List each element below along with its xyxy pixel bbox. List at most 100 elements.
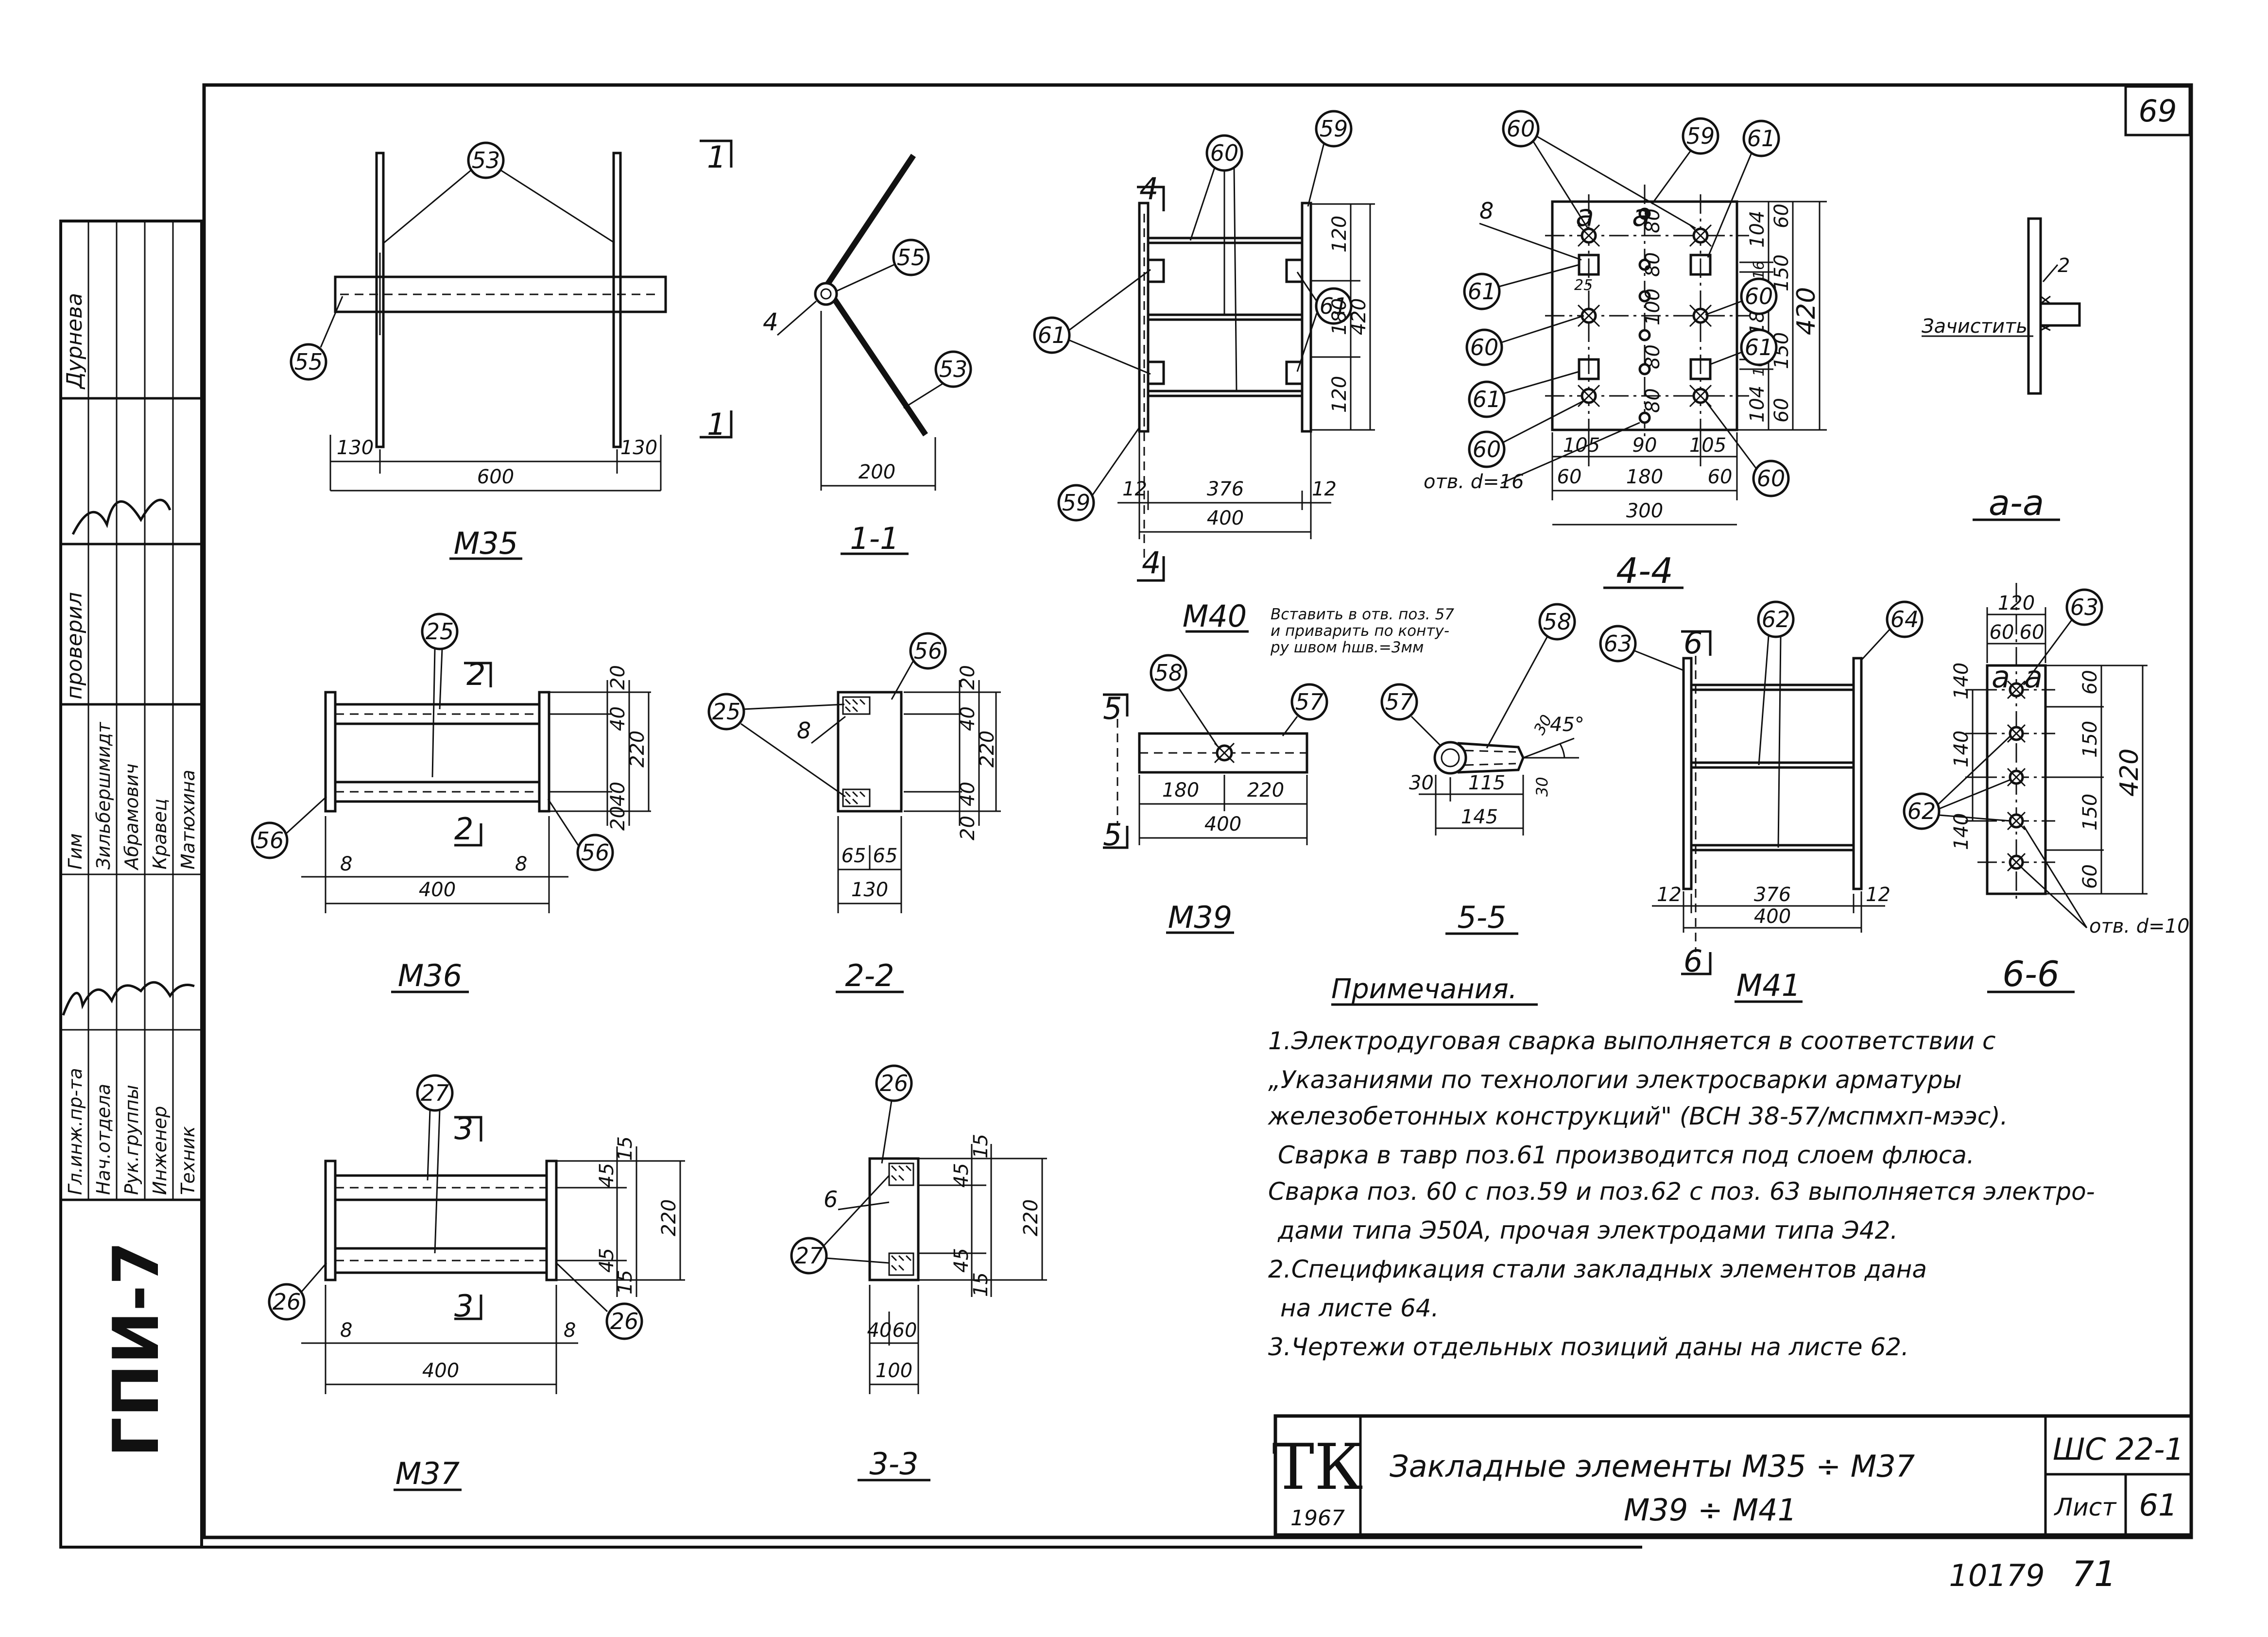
view-section-2-2: 56 25 8 20 40 220 40 20 65 65 130 2-2 (707, 632, 1001, 993)
name-2: Абрамович (121, 764, 142, 871)
m41-section-6-bottom: 6 (1684, 943, 1702, 979)
s33-dim-60: 60 (893, 1319, 917, 1342)
m36-balloon-25: 25 (426, 618, 454, 645)
s44-balloon-61-top: 61 (1747, 125, 1776, 152)
m39-section-5-top: 5 (1103, 691, 1122, 726)
m35-balloon-55: 55 (294, 349, 323, 375)
m39-title: М39 (1168, 900, 1232, 935)
s44-dim-60-left: 60 (1557, 466, 1582, 488)
s66-dim-60-top: 60 (2079, 670, 2101, 695)
s44-dim-60-top: 60 (1770, 204, 1793, 228)
m39-balloon-57: 57 (1295, 689, 1324, 715)
s44-balloon-60-right: 60 (1745, 283, 1773, 309)
m37-title: М37 (395, 1456, 460, 1491)
s33-dim-45-top: 45 (950, 1163, 973, 1188)
s44-mark-a-center: а (1632, 198, 1650, 233)
m35-dim-130-right: 130 (620, 437, 657, 459)
m37-dim-8-left: 8 (340, 1319, 352, 1342)
name-3: Кравец (149, 799, 171, 870)
s66-hole-label: отв. d=10 (2089, 915, 2190, 938)
s66-dim-150-bottom: 150 (2079, 794, 2101, 831)
s22-dim-40-top: 40 (957, 706, 979, 731)
m35-title: М35 (454, 526, 518, 561)
m36-dim-40-bottom: 40 (607, 782, 629, 806)
s66-weld-1 (2007, 680, 2026, 699)
s11-dim-200: 200 (859, 461, 895, 483)
m41-dim-12-right: 12 (1866, 884, 1890, 906)
tb-sheet-label: Лист (2054, 1493, 2117, 1521)
s55-dim-115: 115 (1468, 772, 1505, 794)
s44-dim-104-bottom: 104 (1746, 386, 1769, 423)
m40-dim-120-top: 120 (1328, 216, 1351, 253)
role-3: Инженер (149, 1106, 171, 1195)
m36-dim-400: 400 (419, 879, 456, 901)
notes-line-9: 3.Чертежи отдельных позиций даны на лист… (1268, 1333, 1909, 1361)
s11-ref-4: 4 (763, 308, 778, 336)
s44-dim-100: 100 (1642, 289, 1664, 325)
m37-section-3-bottom: 3 (454, 1288, 473, 1324)
s44-balloon-61-right: 61 (1745, 334, 1773, 360)
view-section-5-5: 45° 30 30 57 58 30 115 145 5-5 (1380, 603, 1584, 935)
s55-title: 5-5 (1457, 900, 1506, 935)
notes-line-3: железобетонных конструкций" (ВСН 38-57/м… (1268, 1102, 2008, 1130)
s44-balloon-59: 59 (1686, 123, 1715, 149)
s22-dim-220: 220 (976, 731, 998, 767)
m39-balloon-58: 58 (1154, 660, 1183, 686)
s44-dim-90: 90 (1632, 434, 1657, 457)
notes-line-6: дами типа Э50А, прочая электродами типа … (1277, 1216, 1898, 1245)
m37-dim-45-bottom: 45 (596, 1248, 618, 1273)
m40-dim-180: 180 (1328, 298, 1351, 335)
view-m39: 5 5 58 57 180 220 400 М39 Вставить в отв… (1103, 606, 1454, 935)
s22-dim-20-top: 20 (957, 665, 979, 690)
s55-dim-30-side: 30 (1533, 777, 1551, 797)
s66-dim-60-bottom: 60 (2079, 864, 2101, 889)
s66-dim-60-right: 60 (2020, 621, 2045, 644)
m40-balloon-61-left: 61 (1038, 322, 1066, 348)
view-section-a-a: 2 Зачистить а-а (1922, 217, 2081, 523)
m39-note-line-1: Вставить в отв. поз. 57 (1271, 606, 1454, 623)
saa-clean-label: Зачистить (1922, 315, 2027, 338)
view-section-3-3: 26 27 6 15 45 220 45 15 40 60 100 3-3 (790, 1064, 1047, 1482)
s44-balloon-61-left: 61 (1468, 278, 1496, 305)
m40-dim-12-left: 12 (1122, 478, 1147, 500)
m41-balloon-64: 64 (1890, 606, 1919, 632)
scan-number-right: 71 (2072, 1553, 2116, 1594)
m37-dim-15-top: 15 (614, 1136, 636, 1161)
m35-section-1-bottom: 1 (707, 407, 726, 442)
m39-note-line-2: и приварить по конту- (1271, 622, 1449, 640)
s44-balloon-60-bottom-right: 60 (1757, 465, 1786, 492)
s33-ref-6: 6 (824, 1186, 838, 1212)
m37-balloon-27: 27 (421, 1080, 449, 1106)
s44-balloon-61-bottom: 61 (1473, 386, 1501, 412)
handwritten-signature-2 (71, 498, 172, 535)
m36-dim-40-top: 40 (607, 706, 629, 731)
s33-dim-15-top: 15 (970, 1134, 992, 1159)
saa-title: а-а (1989, 482, 2044, 523)
m40-title: М40 (1183, 598, 1247, 634)
s44-dim-420: 420 (1792, 287, 1821, 335)
scan-number-left: 10179 (1949, 1558, 2045, 1593)
m40-balloon-59-bottom: 59 (1062, 490, 1091, 516)
name-0: Гим (65, 833, 86, 870)
signature-strip: Гл.инж.пр-та Нач.отдела Рук.группы Инжен… (61, 221, 202, 1457)
s66-weld-5 (2007, 853, 2026, 872)
s66-dim-120: 120 (1998, 592, 2035, 614)
m41-dim-376: 376 (1754, 884, 1791, 906)
m40-balloon-60: 60 (1210, 140, 1239, 166)
s33-dim-45-bottom: 45 (950, 1248, 973, 1273)
s44-dim-80-1: 80 (1642, 208, 1664, 233)
s66-dim-140-2: 140 (1950, 731, 1973, 767)
s22-balloon-25: 25 (712, 699, 741, 725)
s66-mark-a-right: а (2024, 659, 2043, 695)
sheet-frame: 69 (59, 83, 2193, 1549)
s22-dim-40-bottom: 40 (957, 782, 979, 806)
s44-dim-16-top: 16 (1751, 261, 1768, 279)
s22-dim-65-left: 65 (842, 845, 866, 867)
m40-balloon-59-top: 59 (1320, 116, 1348, 142)
m36-section-2-top: 2 (466, 657, 485, 692)
s44-dim-300: 300 (1626, 500, 1663, 522)
m40-balloon-61-right: 61 (1320, 293, 1348, 319)
m41-balloon-62: 62 (1762, 606, 1790, 632)
s11-title: 1-1 (850, 521, 899, 556)
s55-balloon-57: 57 (1385, 689, 1414, 715)
